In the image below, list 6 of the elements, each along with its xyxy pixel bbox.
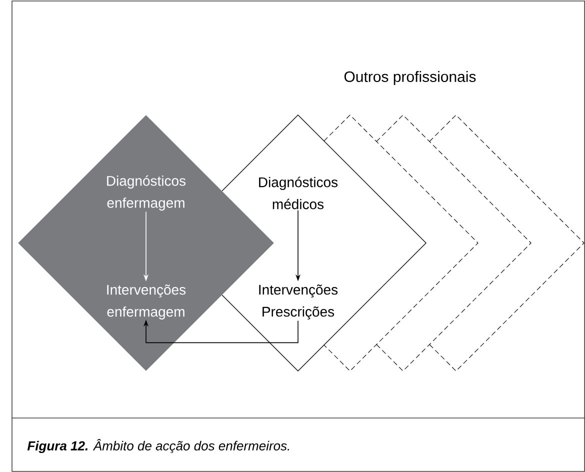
node-text: Diagnósticos enfermagem bbox=[107, 175, 186, 211]
caption: Figura 12. Âmbito de acção dos enfermeiros. bbox=[27, 438, 290, 454]
heading-label: Outros profissionais bbox=[344, 71, 476, 85]
node-text: Intervenções enfermagem bbox=[107, 284, 186, 320]
node-text: Intervenções Prescrições bbox=[259, 284, 338, 320]
node-text: Diagnósticos médicos bbox=[259, 176, 338, 210]
